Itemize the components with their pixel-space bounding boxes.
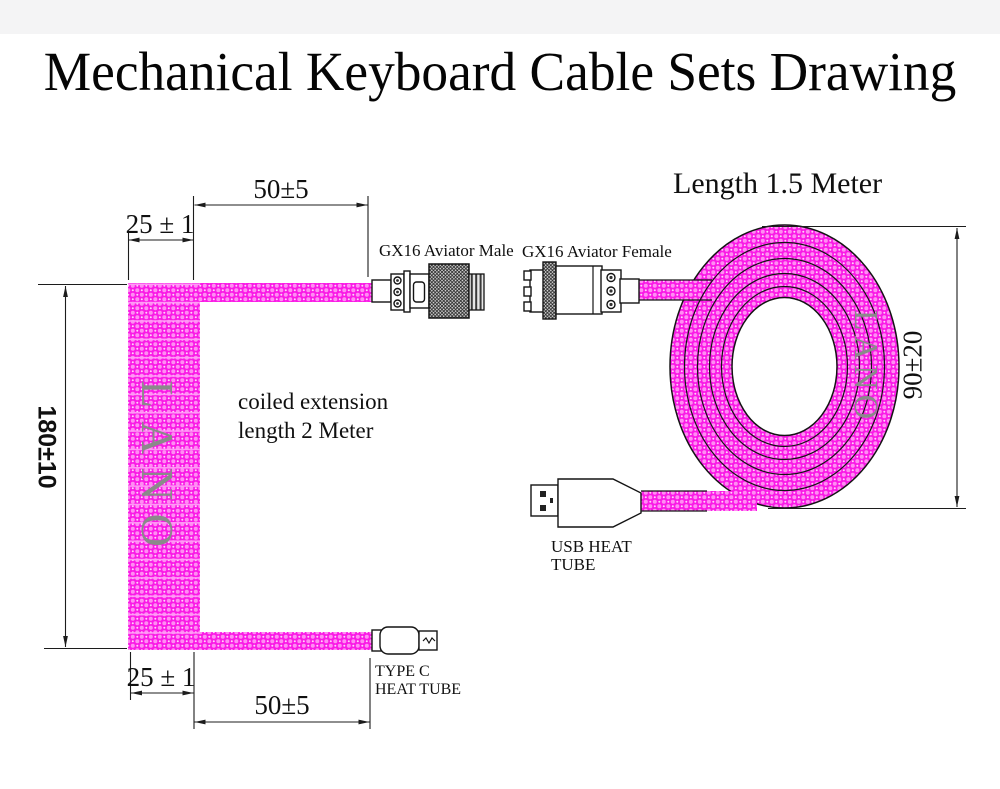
usb-body — [557, 478, 642, 528]
collar-screw-dot — [396, 302, 399, 305]
usb-shield-hole — [540, 491, 546, 497]
page-title: Mechanical Keyboard Cable Sets Drawing — [43, 41, 957, 102]
crimp-mark — [422, 637, 436, 645]
usb-label-line2: TUBE — [551, 555, 595, 574]
dim-label: 25 ± 1 — [126, 209, 195, 239]
gx16-female-connector — [523, 261, 640, 320]
knurled-ring — [542, 261, 557, 320]
coiled-cable-view: LANO 25 ± 1 50±5 180±10 25 ± 1 — [32, 174, 514, 729]
coil-loop-line — [696, 257, 873, 476]
dim-label: 90±20 — [897, 331, 927, 400]
dim-coil-height: 180±10 — [32, 283, 127, 650]
dim-label: 50±5 — [254, 690, 309, 720]
coil-loop-line — [720, 285, 849, 448]
gx16-male-connector — [371, 263, 485, 319]
coil-note-line1: coiled extension — [238, 389, 389, 414]
usb-label-line1: USB HEAT — [551, 537, 632, 556]
brand-watermark-left: LANO — [132, 380, 183, 560]
type-c-label-line2: HEAT TUBE — [375, 681, 461, 698]
brand-watermark-right: LANO — [847, 310, 884, 424]
coil-loop-line — [708, 272, 861, 461]
connector-boot — [619, 278, 640, 304]
coil-note-line2: length 2 Meter — [238, 418, 374, 443]
dim-top-coil-width: 25 ± 1 — [126, 196, 195, 280]
collar-screw-dot — [609, 275, 613, 280]
coil-hole — [731, 296, 838, 437]
coil-bottom-lead — [641, 490, 757, 512]
usb-shield-dot — [550, 498, 553, 503]
dim-label: 50±5 — [253, 174, 308, 204]
coil-loop-line — [683, 241, 886, 492]
dim-label: 180±10 — [32, 405, 60, 488]
usb-connector — [530, 478, 642, 528]
rear-tab — [523, 286, 532, 297]
gx16-male-label: GX16 Aviator Male — [379, 241, 514, 260]
type-c-label-line1: TYPE C — [375, 663, 430, 680]
rear-tab — [523, 270, 532, 281]
dim-bottom-lead: 50±5 — [194, 658, 371, 729]
gx16-female-label: GX16 Aviator Female — [522, 242, 672, 261]
usb-shield-hole — [540, 505, 546, 511]
knurled-barrel — [428, 263, 470, 319]
dim-bottom-coil-width: 25 ± 1 — [127, 652, 196, 729]
flange — [403, 270, 411, 313]
type-c-connector — [371, 626, 438, 655]
coil-bottom-lead-cable — [197, 632, 372, 650]
collar-screw-dot — [609, 302, 613, 307]
collar-screw-dot — [396, 290, 399, 294]
top-band — [0, 0, 1000, 34]
collar-screw-dot — [396, 279, 399, 282]
usb-shield — [530, 484, 559, 517]
connector-body — [379, 626, 420, 655]
coil-top-lead — [639, 279, 757, 301]
dim-label: 25 ± 1 — [127, 662, 196, 692]
dim-straight-coil-height: 90±20 — [762, 225, 966, 510]
coil-band-loops — [128, 283, 200, 650]
connector-body — [555, 265, 603, 315]
threaded-tip — [468, 273, 485, 311]
body-window — [412, 281, 426, 303]
straight-cable-view: Length 1.5 Meter LANO — [522, 167, 966, 574]
collar-screw-dot — [609, 289, 613, 293]
dim-top-lead: 50±5 — [194, 174, 369, 277]
rear-tab — [523, 301, 532, 312]
connector-boot — [371, 279, 392, 303]
straight-cable-heading: Length 1.5 Meter — [673, 167, 882, 200]
rear-barrel — [529, 269, 545, 313]
